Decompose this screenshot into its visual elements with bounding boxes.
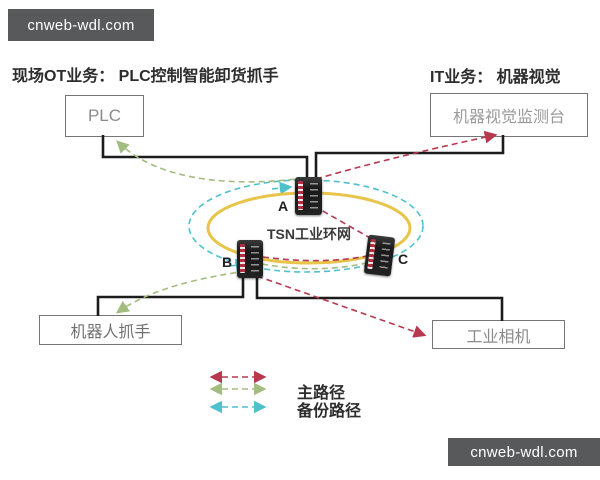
tsn-switch-b	[237, 240, 263, 278]
switch-a-label: A	[278, 198, 289, 214]
wire-camera-to-switch-b	[255, 276, 504, 321]
switch-led-icon	[251, 246, 259, 272]
ot-business-heading: 现场OT业务： PLC控制智能卸货抓手	[12, 68, 279, 85]
wire-gripper-to-switch-b	[96, 276, 245, 316]
robot-gripper-label: 机器人抓手	[70, 324, 151, 341]
wire-plc-to-switch-a	[101, 135, 309, 179]
legend-backup-path-label: 备份路径	[297, 403, 362, 420]
industrial-camera-label: 工业相机	[466, 328, 531, 346]
tsn-switch-a	[295, 177, 322, 215]
ot-path-plc-to-a	[116, 140, 297, 183]
watermark-text: cnweb-wdl.com	[470, 443, 578, 461]
switch-led-icon	[310, 183, 318, 209]
plc-label: PLC	[87, 106, 122, 125]
switch-c-label: C	[398, 251, 409, 267]
tsn-switch-c	[363, 234, 396, 277]
wire-monitor-to-switch-a	[314, 135, 505, 179]
vision-monitor-label: 机器视觉监测台	[452, 109, 565, 126]
switch-port-strip	[240, 244, 245, 273]
it-business-heading: IT业务： 机器视觉	[430, 69, 561, 86]
main-path-a-to-monitor	[315, 130, 498, 180]
main-path-a-to-c	[313, 205, 373, 240]
main-path-b-to-camera	[256, 275, 427, 338]
watermark-text: cnweb-wdl.com	[27, 16, 135, 34]
watermark-top-left: cnweb-wdl.com	[8, 9, 154, 41]
industrial-camera-node: 工业相机	[432, 320, 565, 349]
switch-led-icon	[379, 242, 391, 271]
legend-main-path-label: 主路径	[297, 385, 346, 402]
watermark-bottom-right: cnweb-wdl.com	[448, 438, 600, 466]
plc-node: PLC	[65, 95, 144, 137]
backup-arrow-into-a	[271, 181, 293, 195]
robot-gripper-node: 机器人抓手	[39, 315, 182, 345]
main-path-b-to-c	[262, 255, 368, 262]
switch-b-label: B	[222, 254, 233, 270]
ot-path-b-to-gripper	[115, 270, 247, 314]
ot-path-b-to-c	[261, 261, 371, 270]
switch-port-strip	[298, 181, 303, 210]
switch-port-strip	[367, 238, 376, 270]
tsn-ring-label: TSN工业环网	[267, 226, 351, 242]
vision-monitor-node: 机器视觉监测台	[430, 93, 588, 137]
